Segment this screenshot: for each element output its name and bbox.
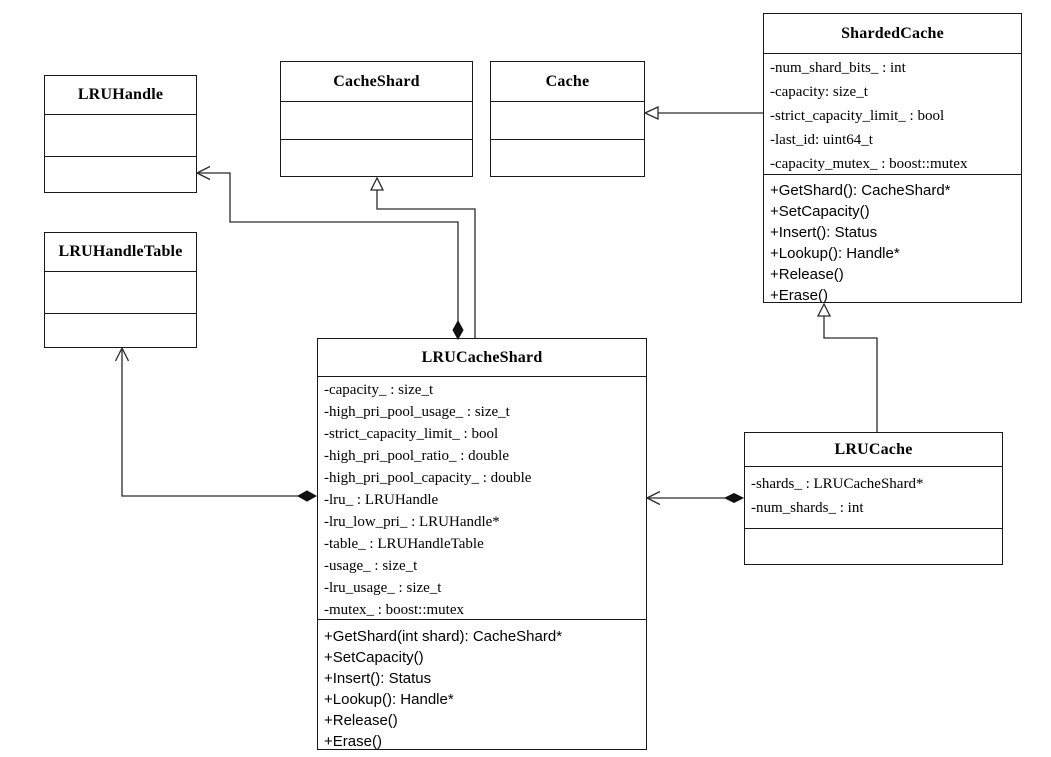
generalization-lrucacheshard-cacheshard <box>369 176 476 338</box>
methods-compartment <box>745 528 1002 564</box>
composition-lrucacheshard-lruhandle <box>196 165 464 341</box>
class-member: -capacity_mutex_ : boost::mutex <box>770 156 968 172</box>
class-member: -strict_capacity_limit_ : bool <box>770 108 945 124</box>
attributes-compartment <box>491 101 644 139</box>
methods-compartment: +GetShard(int shard): CacheShard* +SetCap… <box>318 619 646 749</box>
class-member: -lru_ : LRUHandle <box>324 492 439 508</box>
class-member: +Release() <box>324 712 398 729</box>
class-member: -high_pri_pool_ratio_ : double <box>324 448 509 464</box>
class-member: -strict_capacity_limit_ : bool <box>324 426 499 442</box>
methods-compartment <box>491 139 644 176</box>
class-member: +Insert(): Status <box>324 670 432 687</box>
class-lruhandletable: LRUHandleTable <box>44 232 197 348</box>
class-member: -num_shards_ : int <box>751 500 864 516</box>
methods-compartment <box>45 313 196 347</box>
class-member: -lru_low_pri_ : LRUHandle* <box>324 514 500 530</box>
class-member: -capacity: size_t <box>770 84 868 100</box>
class-member: -shards_ : LRUCacheShard* <box>751 476 924 492</box>
class-member: -high_pri_pool_capacity_ : double <box>324 470 532 486</box>
attributes-compartment <box>45 271 196 313</box>
methods-compartment: +GetShard(): CacheShard* +SetCapacity() +I… <box>764 174 1021 302</box>
class-shardedcache: ShardedCache -num_shard_bits_ : int -capa… <box>763 13 1022 303</box>
composition-lrucache-lrucacheshard <box>646 490 745 506</box>
attributes-compartment <box>45 114 196 156</box>
class-member: -mutex_ : boost::mutex <box>324 602 464 618</box>
attributes-compartment: -num_shard_bits_ : int -capacity: size_t -… <box>764 53 1021 174</box>
class-member: +SetCapacity() <box>770 203 870 220</box>
generalization-lrucache-shardedcache <box>816 302 878 432</box>
class-member: +GetShard(): CacheShard* <box>770 182 951 199</box>
class-title: ShardedCache <box>841 24 944 42</box>
class-cache: Cache <box>490 61 645 177</box>
class-title: LRUCacheShard <box>421 348 543 366</box>
class-lrucacheshard: LRUCacheShard -capacity_ : size_t -high_p… <box>317 338 647 750</box>
class-member: +GetShard(int shard): CacheShard* <box>324 628 563 645</box>
class-member: +Erase() <box>324 733 382 749</box>
class-title: LRUCache <box>834 440 913 458</box>
class-member: -high_pri_pool_usage_ : size_t <box>324 404 510 420</box>
class-member: +Insert(): Status <box>770 224 878 241</box>
class-member: -lru_usage_ : size_t <box>324 580 442 596</box>
class-title: LRUHandleTable <box>58 243 183 260</box>
composition-lrucacheshard-lruhandletable <box>114 347 318 502</box>
class-member: +Erase() <box>770 287 828 302</box>
class-member: +Lookup(): Handle* <box>770 245 900 262</box>
class-member: +Release() <box>770 266 844 283</box>
class-member: -usage_ : size_t <box>324 558 418 574</box>
class-lrucache: LRUCache -shards_ : LRUCacheShard* -num_s… <box>744 432 1003 565</box>
class-member: -last_id: uint64_t <box>770 132 873 148</box>
methods-compartment <box>281 139 472 176</box>
class-lruhandle: LRUHandle <box>44 75 197 193</box>
class-member: +SetCapacity() <box>324 649 424 666</box>
methods-compartment <box>45 156 196 192</box>
class-member: -num_shard_bits_ : int <box>770 60 906 76</box>
class-member: -capacity_ : size_t <box>324 382 434 398</box>
class-member: -table_ : LRUHandleTable <box>324 536 484 552</box>
class-title: Cache <box>545 72 590 90</box>
attributes-compartment: -shards_ : LRUCacheShard* -num_shards_ : … <box>745 466 1002 528</box>
class-cacheshard: CacheShard <box>280 61 473 177</box>
generalization-shardedcache-cache <box>643 105 763 121</box>
attributes-compartment <box>281 101 472 139</box>
class-title: LRUHandle <box>77 86 164 103</box>
class-member: +Lookup(): Handle* <box>324 691 454 708</box>
class-title: CacheShard <box>333 72 420 90</box>
attributes-compartment: -capacity_ : size_t -high_pri_pool_usage_… <box>318 376 646 619</box>
